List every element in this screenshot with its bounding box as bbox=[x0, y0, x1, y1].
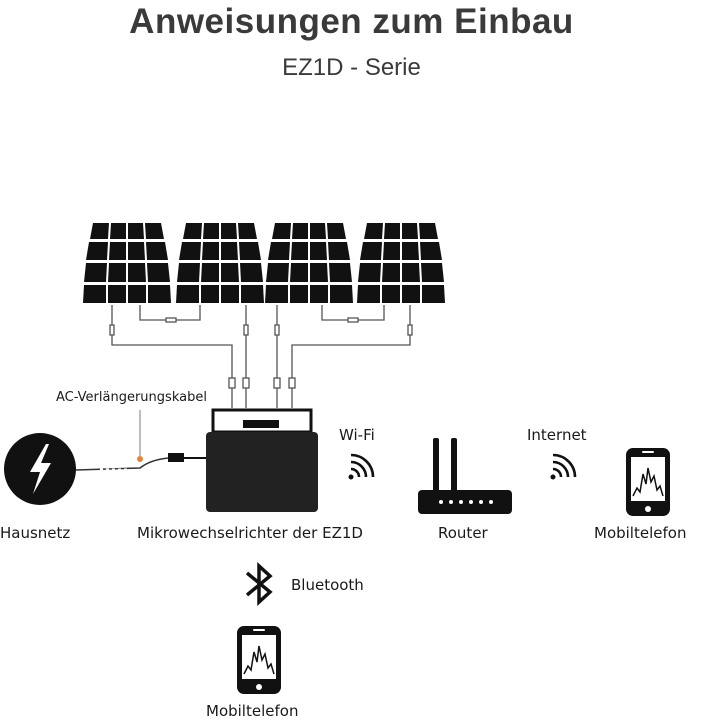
router-label: Router bbox=[438, 524, 488, 542]
internet-label: Internet bbox=[527, 426, 587, 444]
micro-inverter-icon bbox=[206, 408, 318, 512]
page-subtitle: EZ1D - Serie bbox=[282, 54, 421, 81]
grid-label: Hausnetz bbox=[0, 524, 71, 542]
ac-connector-dot bbox=[137, 456, 143, 462]
solar-panel-1 bbox=[83, 223, 171, 303]
phone-right-label: Mobiltelefon bbox=[594, 524, 687, 542]
wifi-label: Wi-Fi bbox=[339, 426, 375, 444]
dc-wiring bbox=[109, 305, 413, 408]
ac-cable bbox=[75, 410, 206, 472]
lightning-bolt-icon bbox=[4, 433, 76, 505]
page-title: Anweisungen zum Einbau bbox=[129, 2, 574, 41]
smartphone-icon bbox=[236, 625, 282, 695]
bluetooth-label: Bluetooth bbox=[291, 576, 364, 594]
ac-cable-label: AC-Verlängerungskabel bbox=[56, 390, 207, 405]
solar-panel-3 bbox=[265, 223, 353, 303]
bluetooth-icon bbox=[245, 562, 273, 606]
internet-signal-icon bbox=[549, 453, 577, 481]
router-icon bbox=[418, 438, 512, 514]
wifi-signal-icon bbox=[347, 453, 375, 481]
smartphone-icon bbox=[625, 447, 671, 517]
inverter-label: Mikrowechselrichter der EZ1D bbox=[137, 524, 363, 542]
solar-panel-4 bbox=[357, 223, 445, 303]
solar-panel-2 bbox=[176, 223, 264, 303]
phone-bottom-label: Mobiltelefon bbox=[206, 702, 299, 720]
